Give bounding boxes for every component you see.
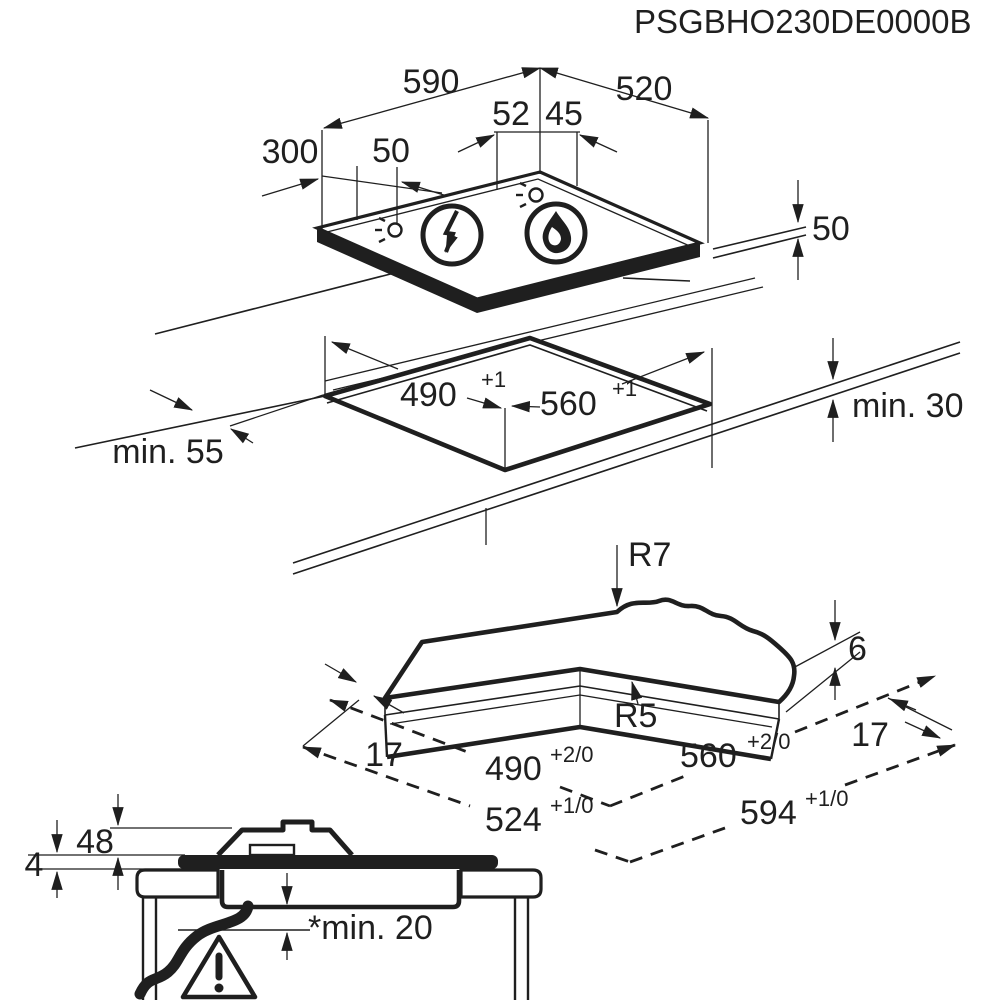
worktop-front-line-b — [292, 352, 961, 575]
frame-corner-piece — [382, 597, 797, 705]
svg-text:6: 6 — [848, 630, 867, 668]
svg-text:45: 45 — [545, 95, 583, 133]
flame-icon — [524, 201, 588, 265]
dim-cutout-depth: 560 +1 — [510, 351, 706, 423]
dim-gap-right: 17 — [851, 697, 953, 754]
dim-support-height: 48 — [76, 794, 124, 890]
body-top-right — [579, 694, 773, 728]
worktop-right — [459, 868, 543, 899]
lightning-icon — [420, 203, 484, 267]
ignition-electrode-right — [516, 181, 544, 209]
hob-glass-top — [312, 170, 705, 301]
body-end-left — [383, 714, 389, 758]
glass-bevel-line — [322, 178, 693, 248]
dim-height-50: 50 — [792, 180, 850, 280]
dim-outer-radius: R7 — [611, 536, 671, 608]
hob-bottom-edge — [622, 277, 691, 282]
svg-text:17: 17 — [851, 716, 889, 754]
body-top-left — [389, 694, 581, 725]
worktop-edge-left — [154, 268, 411, 335]
cutout-ext-left — [229, 394, 324, 427]
svg-text:490: 490 — [400, 376, 457, 414]
supply-cable — [134, 900, 254, 1000]
warning-icon — [180, 934, 258, 1000]
dim-bottom-clearance: *min. 20 — [281, 873, 433, 960]
dim-glass-reveal: 4 — [25, 820, 63, 898]
worktop-front-line-a — [292, 341, 961, 564]
body-end-right — [769, 718, 781, 760]
worktop-edge-right-a — [712, 226, 807, 250]
worktop-left — [135, 868, 220, 899]
ignition-electrode-left — [375, 216, 403, 244]
dim-lip-thickness: 6 — [785, 600, 867, 713]
svg-text:+2/0: +2/0 — [550, 742, 593, 767]
drawing-title: PSGBHO230DE0000B — [634, 3, 972, 40]
svg-text:4: 4 — [25, 846, 44, 884]
glass-panel — [178, 855, 498, 869]
hob-side-front-right — [477, 243, 700, 313]
dim-front-clearance: min. 55 — [112, 389, 254, 471]
worktop-back-line-a — [324, 277, 756, 382]
dim-depth-520: 520 — [538, 67, 710, 243]
dim-chain-outer: 524 +1/0 594 +1/0 — [301, 743, 957, 864]
dim-gap-left: 17 — [302, 663, 405, 774]
svg-text:+1: +1 — [612, 376, 637, 401]
svg-text:*min. 20: *min. 20 — [308, 909, 433, 947]
corner-profile-view: R7 R5 6 490 +2/0 560 +2/0 — [301, 536, 957, 864]
svg-text:520: 520 — [616, 70, 673, 108]
worktop-front-edge — [74, 395, 326, 449]
svg-text:52: 52 — [492, 95, 530, 133]
hob-isometric-view: 590 520 52 45 300 50 — [154, 63, 850, 335]
hob-side-front-left — [317, 228, 477, 313]
svg-text:50: 50 — [372, 132, 410, 170]
svg-text:50: 50 — [812, 210, 850, 248]
installation-section-view: 48 4 *min. 20 — [25, 794, 543, 1000]
svg-text:+1/0: +1/0 — [550, 793, 593, 818]
svg-text:R7: R7 — [628, 536, 671, 574]
svg-text:560: 560 — [540, 385, 597, 423]
svg-text:R5: R5 — [614, 697, 657, 735]
cutout-inner-face — [326, 344, 708, 412]
dim-burner-52-45: 52 45 — [457, 95, 618, 190]
pan-support — [216, 819, 354, 857]
svg-text:48: 48 — [76, 823, 114, 861]
worktop-cutout-view: min. 55 490 +1 560 +1 min. 30 — [74, 277, 964, 575]
dim-cutout-width: 490 +1 — [330, 341, 506, 414]
svg-text:300: 300 — [262, 133, 319, 171]
exclamation-dot — [214, 983, 224, 993]
svg-text:594: 594 — [740, 794, 797, 832]
svg-text:560: 560 — [680, 737, 737, 775]
lip-bottom-right — [579, 685, 780, 720]
dim-chain-inner: 490 +2/0 560 +2/0 — [328, 674, 937, 808]
worktop-edge-right-b — [712, 234, 807, 259]
dim-back-clearance: min. 30 — [827, 338, 964, 442]
svg-text:min. 55: min. 55 — [112, 433, 224, 471]
hob-housing-box — [219, 870, 462, 910]
svg-text:+1: +1 — [481, 367, 506, 392]
lip-bottom-left — [384, 685, 581, 716]
cutout-opening — [322, 335, 713, 473]
svg-text:17: 17 — [365, 736, 403, 774]
dim-edge-300-50: 300 50 — [262, 132, 448, 224]
svg-text:min. 30: min. 30 — [852, 387, 964, 425]
dim-inner-radius: R5 — [614, 680, 657, 735]
svg-text:+2/0: +2/0 — [747, 729, 790, 754]
dim-width-590: 590 — [321, 63, 542, 230]
burner-base — [248, 843, 296, 857]
svg-text:490: 490 — [485, 750, 542, 788]
svg-text:590: 590 — [403, 63, 460, 101]
svg-text:524: 524 — [485, 801, 542, 839]
svg-text:+1/0: +1/0 — [805, 786, 848, 811]
